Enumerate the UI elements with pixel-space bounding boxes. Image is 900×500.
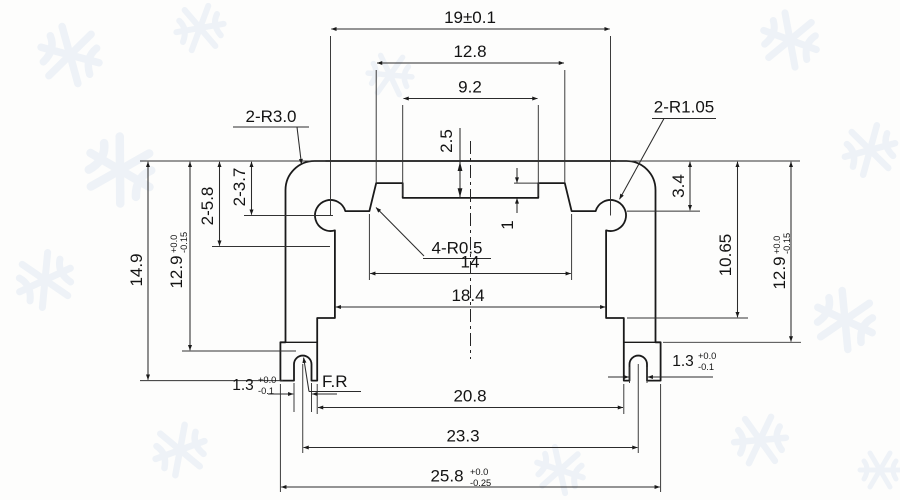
- watermark-mark: [531, 443, 589, 497]
- leader-corner-radius: [296, 126, 303, 165]
- dim-label-1: 1: [498, 220, 517, 229]
- watermark-mark: [839, 122, 900, 178]
- dim-tol-12.9-right-plus: +0.0: [772, 236, 782, 254]
- ext-14-channel-mouth: [368, 214, 573, 280]
- dim-label-3.4: 3.4: [669, 174, 688, 198]
- radius-label-screw-hole: 2-R1.05: [654, 98, 714, 117]
- ext-1.3-right-slot-edges: [629, 367, 648, 383]
- ext-19-hole-centers: [330, 36, 611, 216]
- dim-label-3.7: 2-3.7: [230, 168, 249, 207]
- dim-tol-12.9-right-minus: -0.15: [782, 233, 792, 254]
- watermark-mark: [860, 453, 900, 487]
- dim-label-12.8: 12.8: [453, 42, 486, 61]
- dim-label-23.3: 23.3: [446, 427, 479, 446]
- watermark-mark: [76, 128, 164, 212]
- ext-9.2-recess-edges: [402, 105, 539, 196]
- dim-tol-25.8-minus: -0.25: [470, 478, 491, 488]
- leader-lines: [233, 117, 716, 393]
- dim-label-25.8: 25.8: [430, 467, 463, 486]
- watermark-mark: [732, 416, 788, 465]
- dim-tol-1.3-left-plus: +0.0: [258, 375, 276, 385]
- dim-label-9.2: 9.2: [458, 78, 482, 97]
- arrowhead-2.5-bottom: [457, 188, 463, 198]
- leader-screw-hole-radius: [619, 118, 665, 200]
- ext-23.3-slot-centers: [302, 364, 639, 453]
- dim-tol-12.9-left-minus: -0.15: [179, 232, 189, 253]
- dimension-lines: [145, 26, 794, 490]
- dim-label-14.9: 14.9: [127, 253, 146, 286]
- watermark-mark: [34, 23, 105, 88]
- dim-label-25.8-group: 25.8 +0.0 -0.25: [430, 467, 491, 489]
- extension-lines: [140, 36, 801, 492]
- profile-outline: [279, 141, 662, 382]
- watermark-mark: [148, 420, 212, 479]
- dim-tol-1.3-right-plus: +0.0: [698, 351, 716, 361]
- dim-label-19: 19±0.1: [444, 8, 496, 27]
- dim-label-1.3-left: 1.3: [232, 377, 254, 394]
- radius-label-channel: 4-R0.5: [431, 239, 482, 258]
- dim-label-12.9-right: 12.9: [770, 256, 789, 289]
- dim-label-1.3-left-group: 1.3 +0.0 -0.1: [232, 375, 276, 396]
- dim-label-1.3-right-group: 1.3 +0.0 -0.1: [672, 351, 716, 372]
- dim-label-18.4: 18.4: [451, 286, 484, 305]
- dim-label-20.8: 20.8: [453, 387, 486, 406]
- ext-20.8-lower-faces: [316, 384, 625, 414]
- dim-tol-1.3-right-minus: -0.1: [698, 362, 714, 372]
- dimension-labels: 19±0.1 12.8 9.2 2.5 1 14 18.4 20.8 23.3 …: [127, 8, 792, 488]
- dim-label-12.9-right-group: 12.9 +0.0 -0.15: [770, 233, 792, 290]
- dim-label-12.9-left: 12.9: [167, 255, 186, 288]
- dim-label-2.5: 2.5: [437, 129, 456, 153]
- ext-1.3-left-slot-edges: [293, 383, 312, 412]
- leader-full-radius: [302, 357, 310, 392]
- dim-label-5.8: 2-5.8: [198, 187, 217, 226]
- watermark-mark: [10, 247, 81, 314]
- dim-label-12.9-left-group: 12.9 +0.0 -0.15: [167, 232, 189, 289]
- dim-tol-1.3-left-minus: -0.1: [258, 386, 274, 396]
- ext-12.8-channel-edges: [375, 70, 566, 184]
- dim-tol-12.9-left-plus: +0.0: [169, 235, 179, 253]
- leader-channel-radius: [375, 207, 425, 257]
- dim-label-1.3-right: 1.3: [672, 353, 694, 370]
- watermark-mark: [756, 8, 825, 72]
- dim-tol-25.8-plus: +0.0: [470, 467, 488, 477]
- dim-label-14: 14: [461, 253, 480, 272]
- radius-label-corner: 2-R3.0: [245, 107, 296, 126]
- full-radius-label: F.R: [322, 372, 348, 391]
- profile-section-path: [279, 160, 662, 382]
- watermark-mark: [807, 284, 883, 356]
- watermark-mark: [366, 54, 413, 95]
- ext-25.8-outer-faces: [279, 384, 662, 492]
- watermark-mark: [173, 4, 227, 53]
- arrowhead-2.5-top: [457, 161, 463, 171]
- dim-label-10.65: 10.65: [716, 234, 735, 277]
